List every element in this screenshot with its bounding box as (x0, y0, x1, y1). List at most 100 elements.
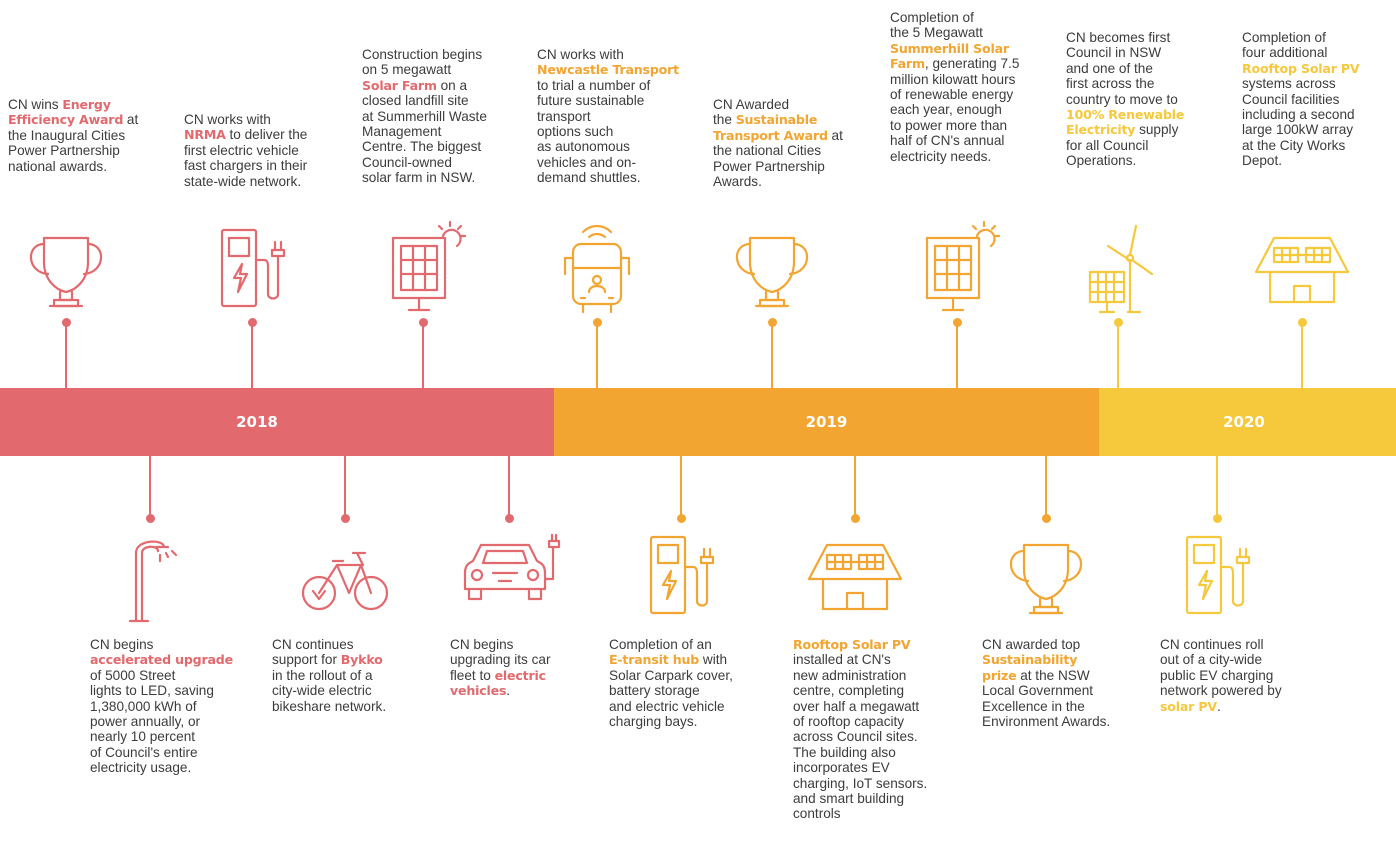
top-event-4-dot (592, 317, 602, 327)
event-text: Council facilities (1242, 91, 1340, 107)
event-line: Environment Awards. (982, 714, 1110, 729)
event-text: the Inaugural Cities (8, 127, 126, 143)
event-highlight: Transport Award (713, 127, 828, 143)
event-line: CN becomes first (1066, 30, 1184, 45)
event-line: lights to LED, saving (90, 683, 233, 698)
top-event-8-dot (1297, 317, 1307, 327)
event-text: large 100kW array (1242, 122, 1354, 138)
bottom-event-1-dot (145, 513, 155, 523)
event-text: for all Council (1066, 137, 1149, 153)
event-text: and one of the (1066, 60, 1153, 76)
event-line: support for Bykko (272, 652, 386, 667)
event-text: fleet to (450, 667, 495, 683)
event-text: Completion of (1242, 30, 1326, 45)
event-text: at Summerhill Waste (362, 108, 487, 124)
event-highlight: 100% Renewable (1066, 107, 1185, 123)
event-line: nearly 10 percent (90, 729, 233, 744)
event-text: nearly 10 percent (90, 729, 196, 745)
event-highlight: Electricity (1066, 122, 1136, 138)
event-line: large 100kW array (1242, 122, 1359, 137)
event-text: future sustainable (537, 93, 645, 109)
event-line: electricity usage. (90, 760, 233, 775)
event-line: of renewable energy (890, 87, 1019, 102)
top-event-7-connector (1117, 322, 1119, 388)
event-text: The building also (793, 744, 896, 760)
event-text: Depot. (1242, 153, 1283, 169)
event-highlight: Newcastle Transport (537, 62, 679, 78)
event-text: CN wins (8, 97, 63, 112)
event-text: incorporates EV (793, 760, 890, 776)
event-line: to power more than (890, 118, 1019, 133)
event-line: Completion of (1242, 30, 1359, 45)
event-highlight: solar PV (1160, 698, 1217, 714)
event-line: CN begins (450, 637, 551, 652)
bottom-event-5-connector (854, 456, 856, 518)
event-text: in the rollout of a (272, 667, 373, 683)
event-line: installed at CN's (793, 652, 927, 667)
event-line: Local Government (982, 683, 1110, 698)
event-line: solar farm in NSW. (362, 170, 487, 185)
event-text: CN begins (450, 637, 514, 652)
event-line: each year, enough (890, 102, 1019, 117)
event-line: CN Awarded (713, 97, 843, 112)
ev-charger-icon (1185, 535, 1251, 615)
event-line: centre, completing (793, 683, 927, 698)
top-event-2-connector (251, 322, 253, 388)
event-text: installed at CN's (793, 652, 891, 668)
event-text: as autonomous (537, 139, 630, 155)
event-line: country to move to (1066, 92, 1184, 107)
event-line: Council in NSW (1066, 45, 1184, 60)
trophy-icon (735, 236, 809, 308)
year-label-2018: 2018 (236, 413, 278, 431)
event-text: CN continues (272, 637, 354, 652)
bottom-event-4-connector (680, 456, 682, 518)
event-line: Awards. (713, 174, 843, 189)
event-text: lights to LED, saving (90, 683, 214, 699)
event-line: to trial a number of (537, 78, 679, 93)
solar-panel-icon (391, 220, 467, 312)
top-event-6-dot (952, 317, 962, 327)
event-text: state-wide network. (184, 173, 302, 189)
event-line: as autonomous (537, 139, 679, 154)
event-text: Completion of (890, 10, 974, 25)
event-text: and electric vehicle (609, 698, 725, 714)
bottom-event-7-connector (1216, 456, 1218, 518)
rooftop-solar-house-icon (807, 543, 903, 611)
event-text: of Council's entire (90, 744, 198, 760)
event-highlight: Solar Farm (362, 77, 437, 93)
event-line: transport (537, 109, 679, 124)
event-text: charging, IoT sensors. (793, 775, 928, 791)
event-line: power annually, or (90, 714, 233, 729)
event-text: million kilowatt hours (890, 71, 1016, 87)
event-text: Council in NSW (1066, 45, 1162, 61)
event-line: battery storage (609, 683, 733, 698)
event-line: Power Partnership (8, 143, 138, 158)
event-line: CN wins Energy (8, 97, 138, 112)
event-text: on a (436, 77, 468, 93)
event-line: Sustainability (982, 652, 1110, 667)
event-text: demand shuttles. (537, 170, 641, 186)
event-text: public EV charging (1160, 667, 1274, 683)
event-line: systems across (1242, 76, 1359, 91)
event-line: CN awarded top (982, 637, 1110, 652)
event-line: Management (362, 124, 487, 139)
event-text: closed landfill site (362, 93, 469, 109)
event-text: Awards. (713, 174, 762, 190)
wind-solar-icon (1088, 224, 1154, 314)
electric-car-icon (463, 533, 561, 601)
event-text: Management (362, 124, 442, 140)
event-text: of rooftop capacity (793, 714, 905, 730)
event-text: Excellence in the (982, 698, 1085, 714)
event-text: support for (272, 652, 341, 668)
event-highlight: Rooftop Solar PV (1242, 60, 1360, 76)
event-line: Efficiency Award at (8, 112, 138, 127)
event-text: to trial a number of (537, 77, 651, 93)
event-line: million kilowatt hours (890, 72, 1019, 87)
event-line: half of CN's annual (890, 133, 1019, 148)
